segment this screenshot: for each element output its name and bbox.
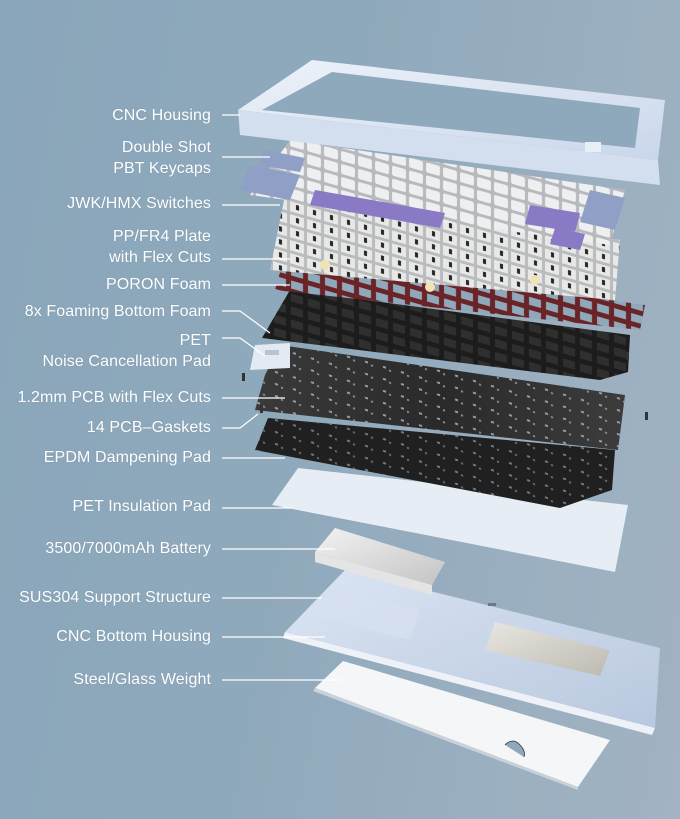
label-cnc-housing: CNC Housing (112, 105, 211, 126)
label-weight: Steel/Glass Weight (73, 669, 211, 690)
label-text: 1.2mm PCB with Flex Cuts (17, 389, 211, 406)
label-text: Steel/Glass Weight (73, 671, 211, 688)
label-text: 3500/7000mAh Battery (45, 540, 211, 557)
label-epdm-pad: EPDM Dampening Pad (44, 447, 211, 468)
label-text: PET (179, 332, 211, 349)
label-pcb: 1.2mm PCB with Flex Cuts (17, 387, 211, 408)
weight-plate (313, 661, 610, 790)
epdm-pad (255, 418, 615, 508)
label-switches: JWK/HMX Switches (67, 193, 211, 214)
label-text: Double Shot (121, 139, 211, 156)
label-plate: PP/FR4 Plate with Flex Cuts (109, 226, 211, 268)
label-text: PORON Foam (105, 276, 211, 293)
label-bottom-foam: 8x Foaming Bottom Foam (25, 301, 211, 322)
label-text: CNC Bottom Housing (56, 628, 211, 645)
label-battery: 3500/7000mAh Battery (45, 538, 211, 559)
label-text: CNC Housing (112, 107, 211, 124)
cnc-housing (238, 60, 665, 185)
label-support-structure: SUS304 Support Structure (19, 587, 211, 608)
pet-noise-cancellation-pad (250, 343, 290, 370)
label-text: PET Insulation Pad (72, 498, 211, 515)
label-poron-foam: PORON Foam (106, 274, 211, 295)
label-pcb-gaskets: 14 PCB–Gaskets (87, 417, 211, 438)
label-text: PP/FR4 Plate (112, 228, 211, 245)
label-keycaps: Double Shot PBT Keycaps (113, 137, 211, 179)
switches-layer (270, 195, 620, 300)
leader-lines (222, 114, 340, 681)
keycaps-layer (240, 140, 625, 250)
label-text: with Flex Cuts (109, 249, 211, 266)
pet-insulation-pad (272, 468, 628, 572)
label-pet-insulation-pad: PET Insulation Pad (73, 496, 211, 517)
pcb-gaskets (242, 352, 648, 420)
bottom-foam (262, 290, 630, 380)
battery (315, 528, 445, 595)
label-bottom-housing: CNC Bottom Housing (56, 626, 211, 647)
label-text: Noise Cancellation Pad (42, 353, 211, 370)
label-text: EPDM Dampening Pad (43, 449, 211, 466)
label-text: PBT Keycaps (113, 160, 211, 177)
label-text: SUS304 Support Structure (19, 589, 211, 606)
pcb (255, 345, 625, 450)
label-text: 14 PCB–Gaskets (86, 419, 211, 436)
label-text: 8x Foaming Bottom Foam (24, 303, 211, 320)
bottom-housing (283, 570, 660, 735)
label-pet-noise-pad: PET Noise Cancellation Pad (42, 330, 211, 372)
label-text: JWK/HMX Switches (67, 195, 211, 212)
